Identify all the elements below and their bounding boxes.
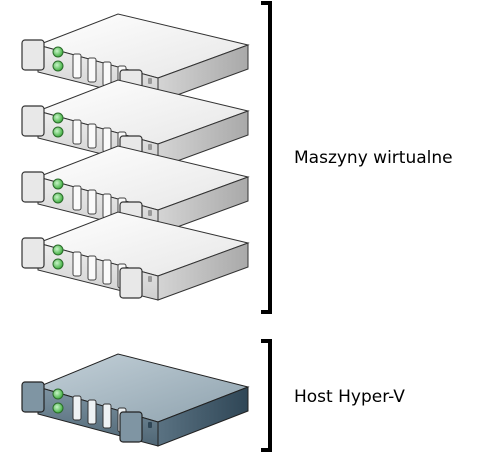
virtual-machine-server-1 (21, 13, 250, 103)
virtual-machines-bracket (261, 1, 272, 314)
host-server (21, 353, 250, 447)
virtual-machine-stack (21, 13, 250, 301)
host-label: Host Hyper-V (294, 387, 405, 407)
virtual-machine-server-4 (21, 211, 250, 301)
virtual-machines-label: Maszyny wirtualne (294, 148, 453, 168)
host-bracket (261, 339, 272, 452)
